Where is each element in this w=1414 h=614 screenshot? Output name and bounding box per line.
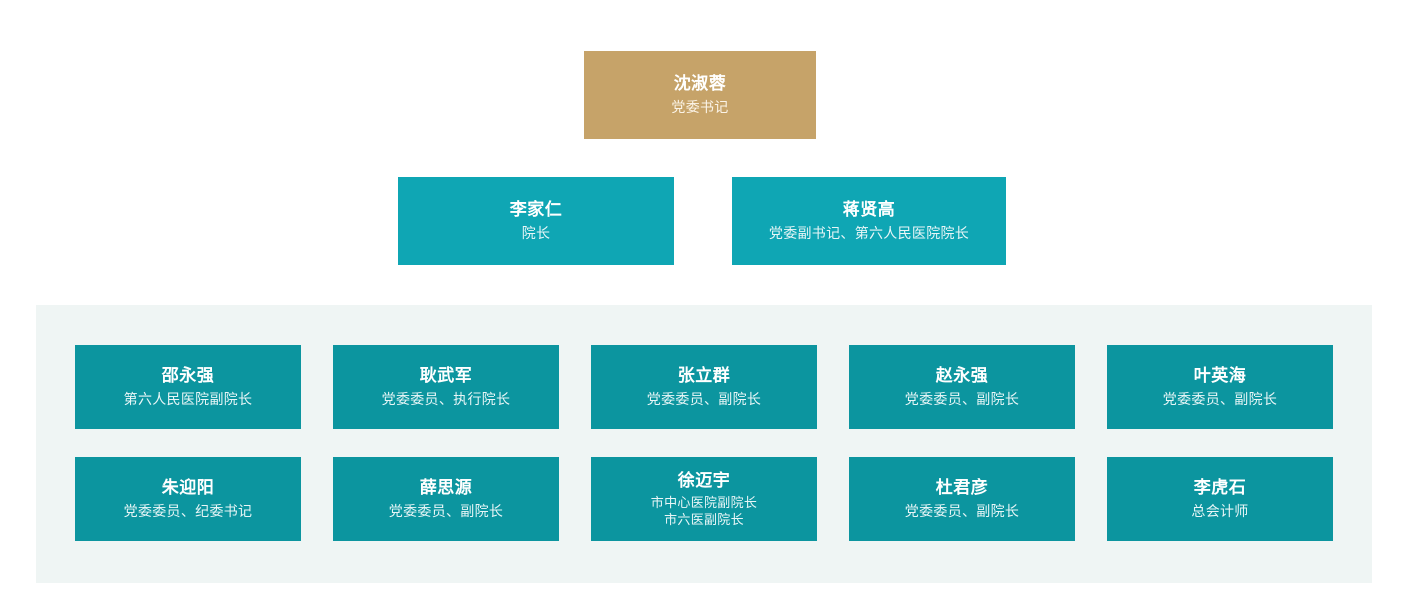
org-card-member[interactable]: 耿武军 党委委员、执行院长 xyxy=(333,345,559,429)
person-name: 张立群 xyxy=(677,366,731,386)
org-card-member[interactable]: 薛思源 党委委员、副院长 xyxy=(333,457,559,541)
org-card-member[interactable]: 李虎石 总会计师 xyxy=(1107,457,1333,541)
person-name: 沈淑蓉 xyxy=(673,74,727,94)
person-title: 党委委员、执行院长 xyxy=(381,390,511,407)
person-title: 第六人民医院副院长 xyxy=(123,390,253,407)
person-title: 院长 xyxy=(521,224,551,241)
person-name: 李家仁 xyxy=(509,200,563,220)
person-title-line-2: 市六医副院长 xyxy=(664,512,744,528)
org-card-top-leader[interactable]: 沈淑蓉 党委书记 xyxy=(584,51,816,139)
org-card-member[interactable]: 赵永强 党委委员、副院长 xyxy=(849,345,1075,429)
person-title: 党委委员、副院长 xyxy=(904,502,1020,519)
org-card-member[interactable]: 叶英海 党委委员、副院长 xyxy=(1107,345,1333,429)
person-title: 总会计师 xyxy=(1191,502,1249,519)
person-name: 杜君彦 xyxy=(935,478,989,498)
person-title: 党委委员、副院长 xyxy=(388,502,504,519)
org-card-member[interactable]: 杜君彦 党委委员、副院长 xyxy=(849,457,1075,541)
person-title: 党委委员、副院长 xyxy=(646,390,762,407)
person-name: 薛思源 xyxy=(419,478,473,498)
person-title: 党委委员、纪委书记 xyxy=(123,502,253,519)
person-name: 蒋贤高 xyxy=(842,200,896,220)
person-title: 党委书记 xyxy=(671,98,729,115)
person-title: 党委副书记、第六人民医院院长 xyxy=(768,224,970,241)
org-card-deputy-secretary[interactable]: 蒋贤高 党委副书记、第六人民医院院长 xyxy=(732,177,1006,265)
person-name: 耿武军 xyxy=(419,366,473,386)
person-title: 党委委员、副院长 xyxy=(1162,390,1278,407)
org-card-president[interactable]: 李家仁 院长 xyxy=(398,177,674,265)
members-grid: 邵永强 第六人民医院副院长 耿武军 党委委员、执行院长 张立群 党委委员、副院长… xyxy=(75,345,1333,541)
person-name: 邵永强 xyxy=(161,366,215,386)
person-name: 朱迎阳 xyxy=(161,478,215,498)
person-name: 赵永强 xyxy=(935,366,989,386)
members-panel: 邵永强 第六人民医院副院长 耿武军 党委委员、执行院长 张立群 党委委员、副院长… xyxy=(36,305,1372,583)
person-name: 李虎石 xyxy=(1193,478,1247,498)
org-card-member[interactable]: 张立群 党委委员、副院长 xyxy=(591,345,817,429)
person-title-line-1: 市中心医院副院长 xyxy=(650,494,758,510)
org-card-member[interactable]: 朱迎阳 党委委员、纪委书记 xyxy=(75,457,301,541)
person-name: 徐迈宇 xyxy=(677,471,731,491)
person-title: 党委委员、副院长 xyxy=(904,390,1020,407)
org-card-member[interactable]: 徐迈宇 市中心医院副院长 市六医副院长 xyxy=(591,457,817,541)
person-name: 叶英海 xyxy=(1193,366,1247,386)
org-card-member[interactable]: 邵永强 第六人民医院副院长 xyxy=(75,345,301,429)
